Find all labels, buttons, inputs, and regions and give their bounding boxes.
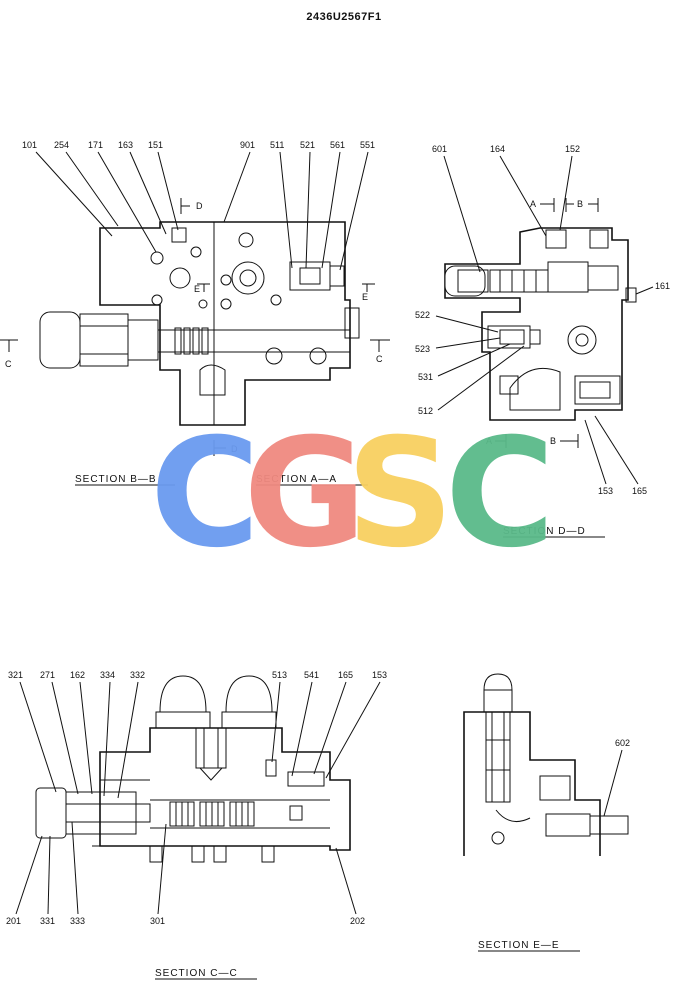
part-271: 271 — [40, 670, 55, 680]
part-153-dd: 153 — [598, 486, 613, 496]
cut-mark-e-left: E — [194, 284, 200, 294]
part-523: 523 — [415, 344, 430, 354]
part-labels-bottom-right: 602 — [603, 738, 630, 817]
part-151: 151 — [148, 140, 163, 150]
section-ee-title: SECTION E—E — [478, 940, 560, 951]
part-321: 321 — [8, 670, 23, 680]
section-dd-title: SECTION D—D — [503, 526, 586, 537]
part-201: 201 — [6, 916, 21, 926]
cut-marks-top-right: A B A B — [486, 198, 599, 448]
part-164: 164 — [490, 144, 505, 154]
part-602: 602 — [615, 738, 630, 748]
cut-mark-c-left: C — [5, 359, 12, 369]
cut-mark-d-bottom: D — [231, 444, 238, 454]
part-561: 561 — [330, 140, 345, 150]
part-301: 301 — [150, 916, 165, 926]
watermark-letter-s: S — [346, 407, 454, 581]
part-162: 162 — [70, 670, 85, 680]
watermark-letter-c1: C — [150, 407, 260, 581]
watermark-letter-c2: C — [445, 407, 555, 581]
part-labels-top-right: 601 164 152 161 522 523 531 512 153 165 — [415, 144, 670, 496]
cut-mark-e-right: E — [362, 292, 368, 302]
view-section-ee — [463, 673, 629, 856]
part-551: 551 — [360, 140, 375, 150]
part-165-cc: 165 — [338, 670, 353, 680]
cut-mark-a-top: A — [530, 199, 536, 209]
part-541: 541 — [304, 670, 319, 680]
part-labels-top-left: 101 254 171 163 151 901 511 521 561 551 — [22, 140, 375, 271]
part-901: 901 — [240, 140, 255, 150]
cut-mark-b-bottom: B — [550, 436, 556, 446]
part-601: 601 — [432, 144, 447, 154]
cut-mark-a-bottom: A — [486, 436, 492, 446]
cut-marks-top-left: D D E E C C — [0, 198, 390, 456]
part-161: 161 — [655, 281, 670, 291]
part-332: 332 — [130, 670, 145, 680]
watermark-letter-g: G — [243, 407, 366, 581]
section-bb-title: SECTION B—B — [75, 474, 157, 485]
part-511: 511 — [270, 140, 284, 150]
view-section-cc — [35, 675, 351, 863]
cut-mark-d-top: D — [196, 201, 203, 211]
part-171: 171 — [88, 140, 103, 150]
part-202: 202 — [350, 916, 365, 926]
part-163: 163 — [118, 140, 133, 150]
view-section-dd — [444, 227, 637, 421]
part-152: 152 — [565, 144, 580, 154]
cut-mark-b-top: B — [577, 199, 583, 209]
part-521: 521 — [300, 140, 315, 150]
part-334: 334 — [100, 670, 115, 680]
part-labels-bottom-left: 321 271 162 334 332 513 541 165 153 201 … — [6, 670, 387, 926]
part-153-cc: 153 — [372, 670, 387, 680]
view-section-aa — [39, 221, 360, 426]
cut-mark-c-right: C — [376, 354, 383, 364]
part-512: 512 — [418, 406, 433, 416]
part-333: 333 — [70, 916, 85, 926]
part-513: 513 — [272, 670, 287, 680]
part-101: 101 — [22, 140, 37, 150]
part-165-dd: 165 — [632, 486, 647, 496]
section-cc-title: SECTION C—C — [155, 968, 238, 979]
part-254: 254 — [54, 140, 69, 150]
part-522: 522 — [415, 310, 430, 320]
section-aa-title: SECTION A—A — [256, 474, 337, 485]
drawing-number: 2436U2567F1 — [306, 11, 381, 23]
part-531: 531 — [418, 372, 433, 382]
watermark: C G S C — [150, 407, 555, 581]
part-331: 331 — [40, 916, 55, 926]
